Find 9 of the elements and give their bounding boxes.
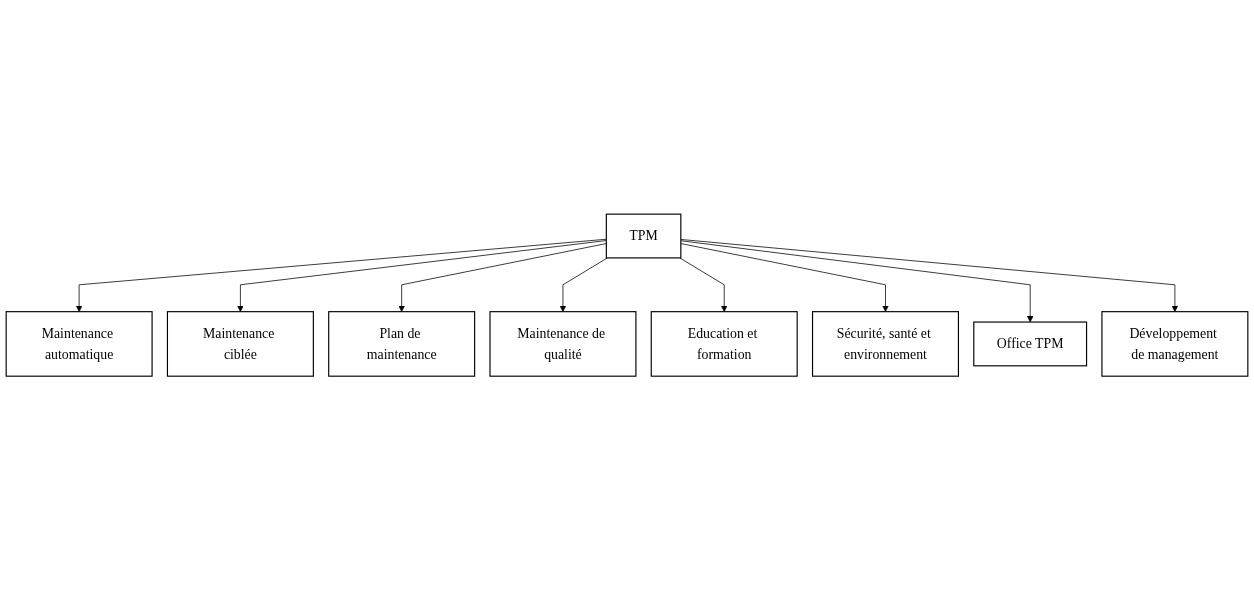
node-box: Plan de maintenance [328, 310, 476, 377]
node-box: Maintenance ciblée [166, 310, 314, 377]
node-box: TPM [605, 213, 682, 259]
node-box: Maintenance de qualité [489, 310, 637, 377]
node-box: Maintenance automatique [5, 310, 153, 377]
node-box: Sécurité, santé et environnement [811, 310, 959, 377]
node-box: Office TPM [973, 321, 1088, 367]
node-box: Education et formation [650, 310, 798, 377]
node-box: Développement de management [1101, 310, 1249, 377]
